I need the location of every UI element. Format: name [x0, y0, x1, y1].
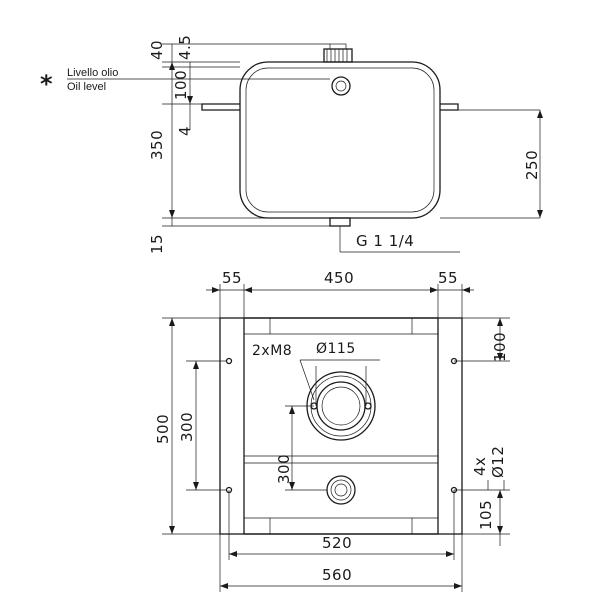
dim-450: 450 — [324, 269, 354, 287]
dim-4: 4 — [176, 126, 194, 136]
outlet-fitting — [329, 217, 351, 227]
dim-left-55: 55 — [222, 269, 242, 287]
dim-105: 105 — [477, 500, 495, 530]
flange-diameter: Ø115 — [316, 341, 356, 357]
top-view: 2xM8 Ø115 55 450 55 500 300 300 — [154, 269, 510, 592]
right-mounting-flange — [440, 103, 459, 111]
drain-port — [326, 475, 356, 505]
tank-footprint-outline — [243, 317, 439, 535]
oil-level-label-en: Oil level — [67, 81, 106, 93]
left-mounting-flange — [201, 103, 240, 111]
hole-count: 4x — [471, 457, 489, 476]
dim-15: 15 — [148, 234, 166, 254]
bolt-callout: 2xM8 — [252, 343, 292, 359]
dim-560: 560 — [322, 566, 352, 584]
dim-350: 350 — [148, 130, 166, 160]
dim-right-55: 55 — [438, 269, 458, 287]
dim-100-top: 100 — [491, 332, 509, 362]
oil-level-label-it: Livello olio — [67, 67, 118, 79]
dim-4-5: 4.5 — [176, 35, 194, 60]
tank-body-inner-outline — [245, 67, 435, 213]
dim-520: 520 — [322, 534, 352, 552]
sight-glass-inner — [335, 80, 347, 92]
hole-diameter: Ø12 — [489, 446, 507, 478]
oil-level-asterisk: * — [40, 70, 53, 98]
dim-100: 100 — [172, 70, 190, 100]
oil-level-note: * Livello olio Oil level — [40, 67, 330, 98]
side-view: G 1 1/4 40 4.5 100 4 350 15 250 — [148, 35, 543, 254]
filler-cap — [323, 43, 353, 63]
bolt-hole — [364, 402, 372, 410]
tank-body-outline — [239, 61, 441, 219]
main-port-flange — [306, 371, 376, 441]
dim-500: 500 — [154, 414, 172, 444]
dim-250: 250 — [523, 150, 541, 180]
dim-300-inner: 300 — [275, 454, 293, 484]
outlet-thread-label: G 1 1/4 — [356, 232, 414, 250]
mounting-hole — [225, 357, 233, 365]
sight-glass-outer — [331, 76, 351, 96]
dim-300-outer: 300 — [178, 412, 196, 442]
dim-40: 40 — [148, 40, 166, 60]
